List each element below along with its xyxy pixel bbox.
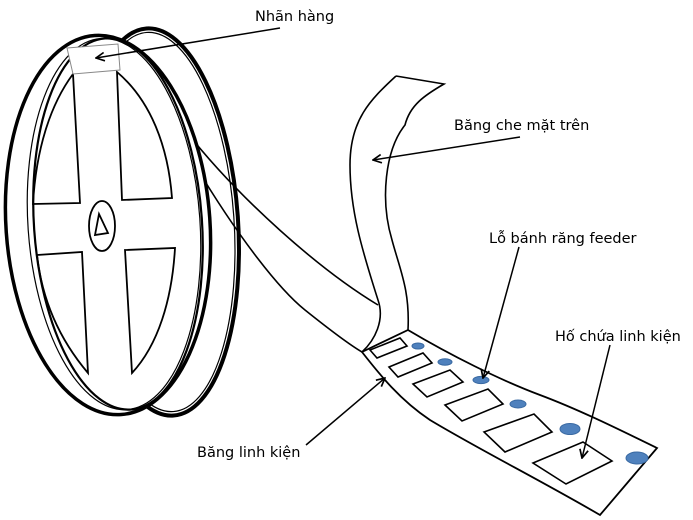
cover-tape [349,75,447,353]
sprocket-hole [472,375,490,385]
reel-window-bottom-left [36,251,90,376]
label-sprocket-hole: Lỗ bánh răng feeder [489,230,637,247]
arrow-product-label [96,27,281,58]
pocket-2 [387,352,434,378]
reel-hub [88,200,116,252]
arrow-sprocket-hole [483,246,520,378]
sprocket-hole [437,358,453,366]
label-cover-tape: Băng che mặt trên [454,118,589,134]
arrow-carrier-tape [305,378,385,446]
pocket-1 [368,337,409,359]
hub-triangle-icon [93,211,110,237]
reel-window-bottom-right [124,247,176,376]
tape-from-reel [184,129,379,353]
reel-window-top-left [32,71,81,205]
product-label-rect [66,43,121,75]
leader-lines [96,27,611,458]
reel-window-top-right [116,69,173,201]
pocket-3 [411,369,465,398]
reel-front-flange [3,33,213,417]
component-pockets [368,337,614,485]
pocket-4 [443,388,505,422]
pocket-6 [531,441,614,485]
sprocket-hole [509,399,527,409]
label-product-label: Nhãn hàng [255,9,334,25]
label-carrier-tape: Băng linh kiện [197,445,300,461]
reel-windows [32,69,176,376]
arrow-cover-tape [373,136,521,160]
sprocket-hole [559,423,581,435]
sprocket-holes [411,342,649,465]
pocket-5 [482,413,554,453]
label-component-pocket: Hố chứa linh kiện [555,328,681,345]
sprocket-hole [625,451,649,465]
arrow-component-pocket [582,344,611,458]
sprocket-hole [411,342,425,350]
